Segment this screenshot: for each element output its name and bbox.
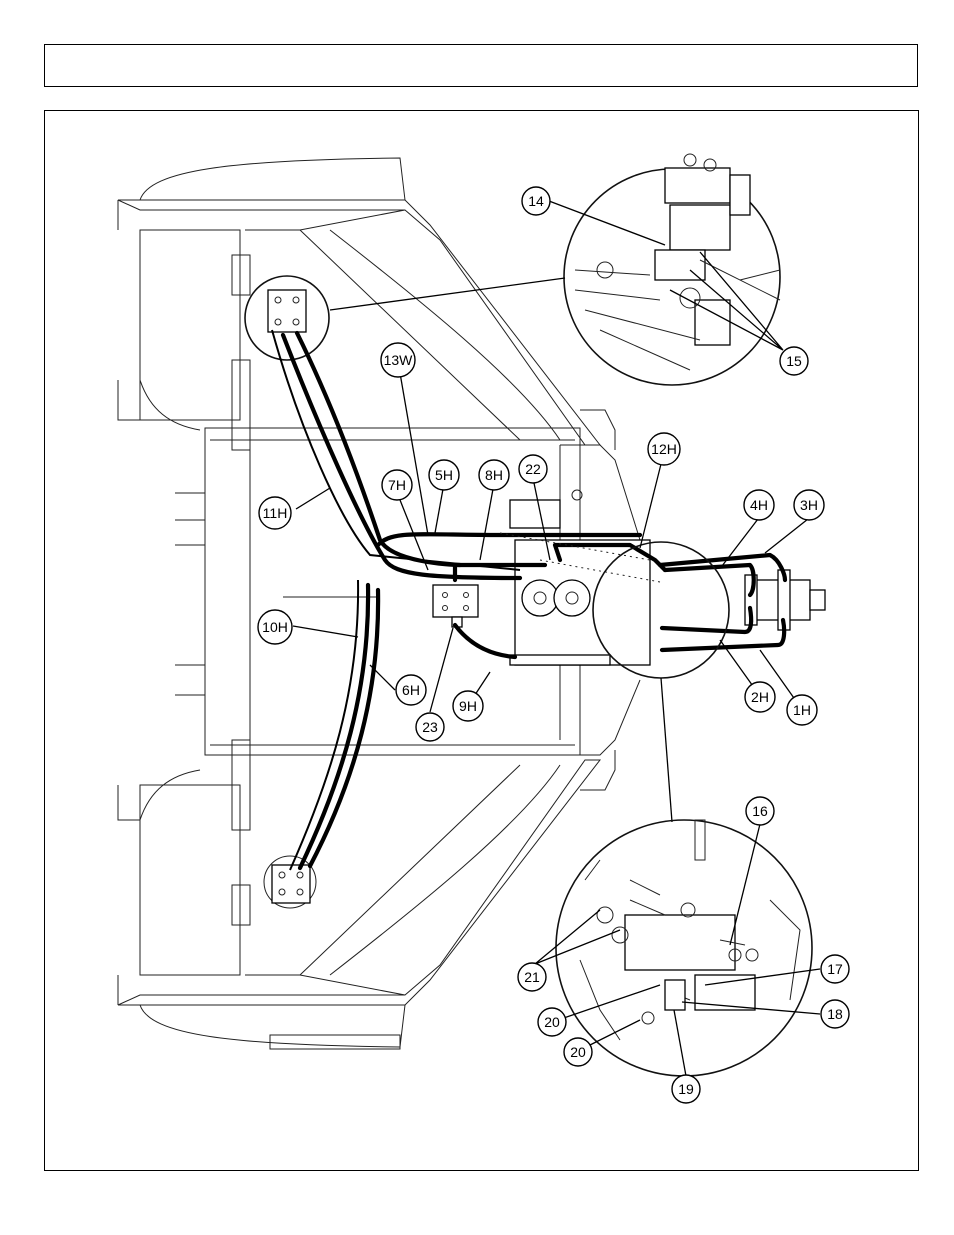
hoses: [271, 329, 788, 871]
callout-3H: 3H: [793, 489, 825, 521]
svg-text:23: 23: [422, 719, 438, 735]
callout-9H: 9H: [452, 690, 484, 722]
callout-23: 23: [415, 712, 445, 742]
svg-text:11H: 11H: [263, 505, 288, 521]
header-box: [44, 44, 918, 87]
svg-text:19: 19: [678, 1081, 694, 1097]
svg-text:20: 20: [544, 1014, 560, 1030]
svg-text:9H: 9H: [459, 698, 477, 714]
callout-15: 15: [779, 346, 809, 376]
detail-circle-bottom: [555, 819, 813, 1077]
mower-deck: [117, 157, 641, 1050]
lower-gearbox: [263, 855, 317, 909]
callout-1H: 1H: [786, 694, 818, 726]
svg-text:7H: 7H: [388, 477, 406, 493]
center-valve-block: [509, 489, 651, 666]
svg-text:13W: 13W: [384, 352, 414, 368]
svg-text:6H: 6H: [402, 682, 420, 698]
callout-7H: 7H: [381, 469, 413, 501]
callout-19: 19: [671, 1074, 701, 1104]
svg-text:20: 20: [570, 1044, 586, 1060]
svg-text:4H: 4H: [750, 497, 768, 513]
callout-6H: 6H: [395, 674, 427, 706]
detail-circle-top: [329, 153, 781, 386]
callout-2H: 2H: [744, 681, 776, 713]
svg-text:12H: 12H: [651, 441, 677, 457]
svg-text:10H: 10H: [262, 619, 288, 635]
motor-23: [432, 584, 479, 628]
svg-text:18: 18: [827, 1006, 843, 1022]
callout-22: 22: [518, 454, 548, 484]
upper-gearbox: [244, 275, 330, 361]
callout-13W: 13W: [380, 342, 416, 378]
figure-frame: [44, 110, 919, 1171]
callout-12H: 12H: [647, 432, 681, 466]
svg-text:5H: 5H: [435, 467, 453, 483]
svg-text:1H: 1H: [793, 702, 811, 718]
svg-text:14: 14: [528, 193, 544, 209]
svg-text:21: 21: [524, 969, 540, 985]
svg-text:15: 15: [786, 353, 802, 369]
callout-17: 17: [820, 954, 850, 984]
svg-text:3H: 3H: [800, 497, 818, 513]
callout-4H: 4H: [743, 489, 775, 521]
svg-text:8H: 8H: [485, 467, 503, 483]
callout-20-lower: 20: [563, 1037, 593, 1067]
callout-11H: 11H: [258, 496, 292, 530]
detail-circle-middle: [592, 541, 730, 823]
svg-text:16: 16: [752, 803, 768, 819]
callout-16: 16: [745, 796, 775, 826]
svg-text:17: 17: [827, 961, 843, 977]
callout-14: 14: [521, 186, 551, 216]
callout-8H: 8H: [478, 459, 510, 491]
callout-20-upper: 20: [537, 1007, 567, 1037]
callout-5H: 5H: [428, 459, 460, 491]
svg-text:2H: 2H: [751, 689, 769, 705]
callout-10H: 10H: [257, 609, 293, 645]
callout-21: 21: [517, 962, 547, 992]
svg-text:22: 22: [525, 461, 541, 477]
callout-18: 18: [820, 999, 850, 1029]
